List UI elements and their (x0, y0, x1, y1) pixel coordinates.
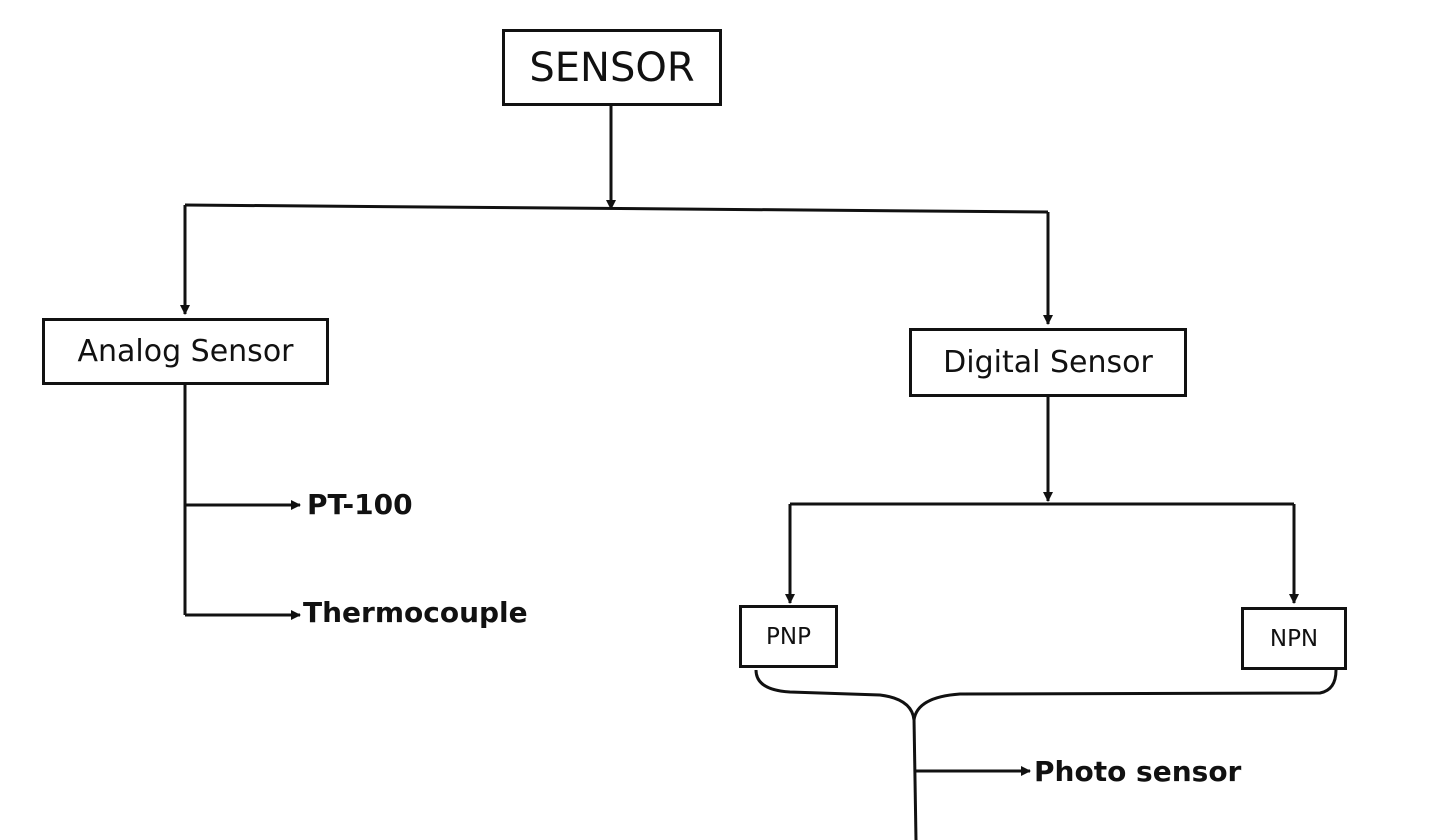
npn-label: NPN (1269, 625, 1319, 652)
digital-sensor-node: Digital Sensor (909, 328, 1187, 397)
analog-sensor-label: Analog Sensor (77, 334, 294, 369)
photo-sensor-label: Photo sensor (1034, 755, 1242, 788)
pnp-npn-brace (754, 669, 1338, 721)
digital-trunk-line (912, 717, 918, 840)
npn-node: NPN (1241, 607, 1347, 670)
pnp-node: PNP (739, 605, 838, 668)
main-split-line (184, 203, 1049, 214)
digital-sensor-label: Digital Sensor (943, 345, 1153, 380)
sensor-root-label: SENSOR (529, 44, 695, 91)
analog-sensor-node: Analog Sensor (42, 318, 329, 385)
sensor-root-node: SENSOR (502, 29, 722, 106)
pnp-label: PNP (766, 623, 811, 650)
pt100-label: PT-100 (307, 488, 413, 521)
thermocouple-label: Thermocouple (303, 596, 528, 629)
